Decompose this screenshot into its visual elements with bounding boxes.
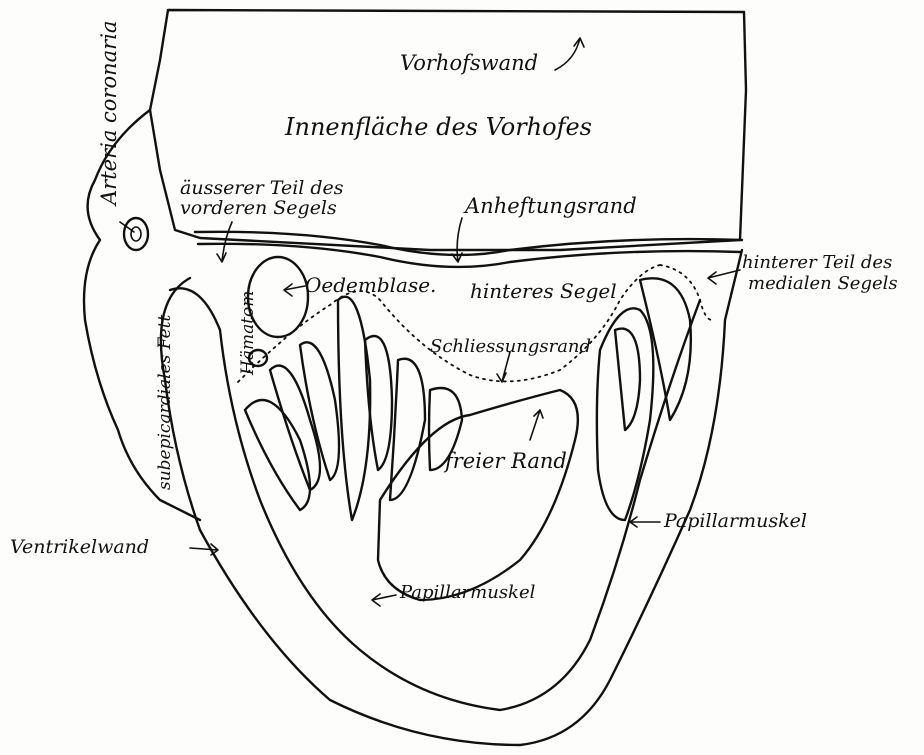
- coronary-artery-inner: [131, 227, 141, 241]
- chorda-2: [270, 366, 320, 490]
- label-vorhofswand: Vorhofswand: [400, 51, 538, 75]
- arrow-papillarmuskel-right: [630, 517, 660, 527]
- label-arteria-coronaria: Arteria coronaria: [97, 21, 121, 207]
- chorda-5: [365, 336, 392, 470]
- label-innenflaeche: Innenfläche des Vorhofes: [284, 113, 592, 141]
- chorda-1: [245, 400, 310, 510]
- label-oedemblase: Oedemblase.: [305, 273, 436, 297]
- arrow-oedemblase: [284, 284, 305, 296]
- arrow-vorhofswand: [555, 38, 584, 70]
- schliessungsrand-dotted-right: [660, 265, 712, 320]
- arrow-freier-rand: [530, 410, 543, 440]
- label-papillarmuskel-right: Papillarmuskel: [663, 510, 807, 532]
- label-haematom: Hämatom: [238, 291, 258, 376]
- arrow-ventrikelwand: [190, 544, 218, 555]
- chorda-4: [338, 297, 370, 520]
- arrow-anheftungsrand: [452, 218, 462, 262]
- label-schliessungsrand: Schliessungsrand: [430, 336, 591, 357]
- coronary-artery-outer: [124, 218, 148, 250]
- label-aeusserer-2: vorderen Segels: [180, 197, 337, 219]
- label-hinteres-segel: hinteres Segel: [470, 279, 617, 303]
- label-hinterer-2: medialen Segels: [748, 273, 898, 294]
- papillarmuskel-right-body: [597, 308, 653, 520]
- label-subepicardiales-fett: subepicardiales Fett: [155, 314, 175, 490]
- label-freier-rand: freier Rand: [443, 449, 567, 473]
- label-anheftungsrand: Anheftungsrand: [463, 194, 637, 218]
- label-hinterer-1: hinterer Teil des: [742, 252, 892, 273]
- label-aeusserer-1: äusserer Teil des: [180, 177, 344, 199]
- papillarmuskel-left-body: [378, 390, 578, 600]
- arrow-papillarmuskel-bottom: [372, 594, 396, 606]
- arrow-aeusserer: [217, 222, 232, 262]
- label-ventrikelwand: Ventrikelwand: [10, 536, 149, 558]
- right-chorda-2: [615, 329, 640, 430]
- label-papillarmuskel-bottom: Papillarmuskel: [399, 582, 536, 603]
